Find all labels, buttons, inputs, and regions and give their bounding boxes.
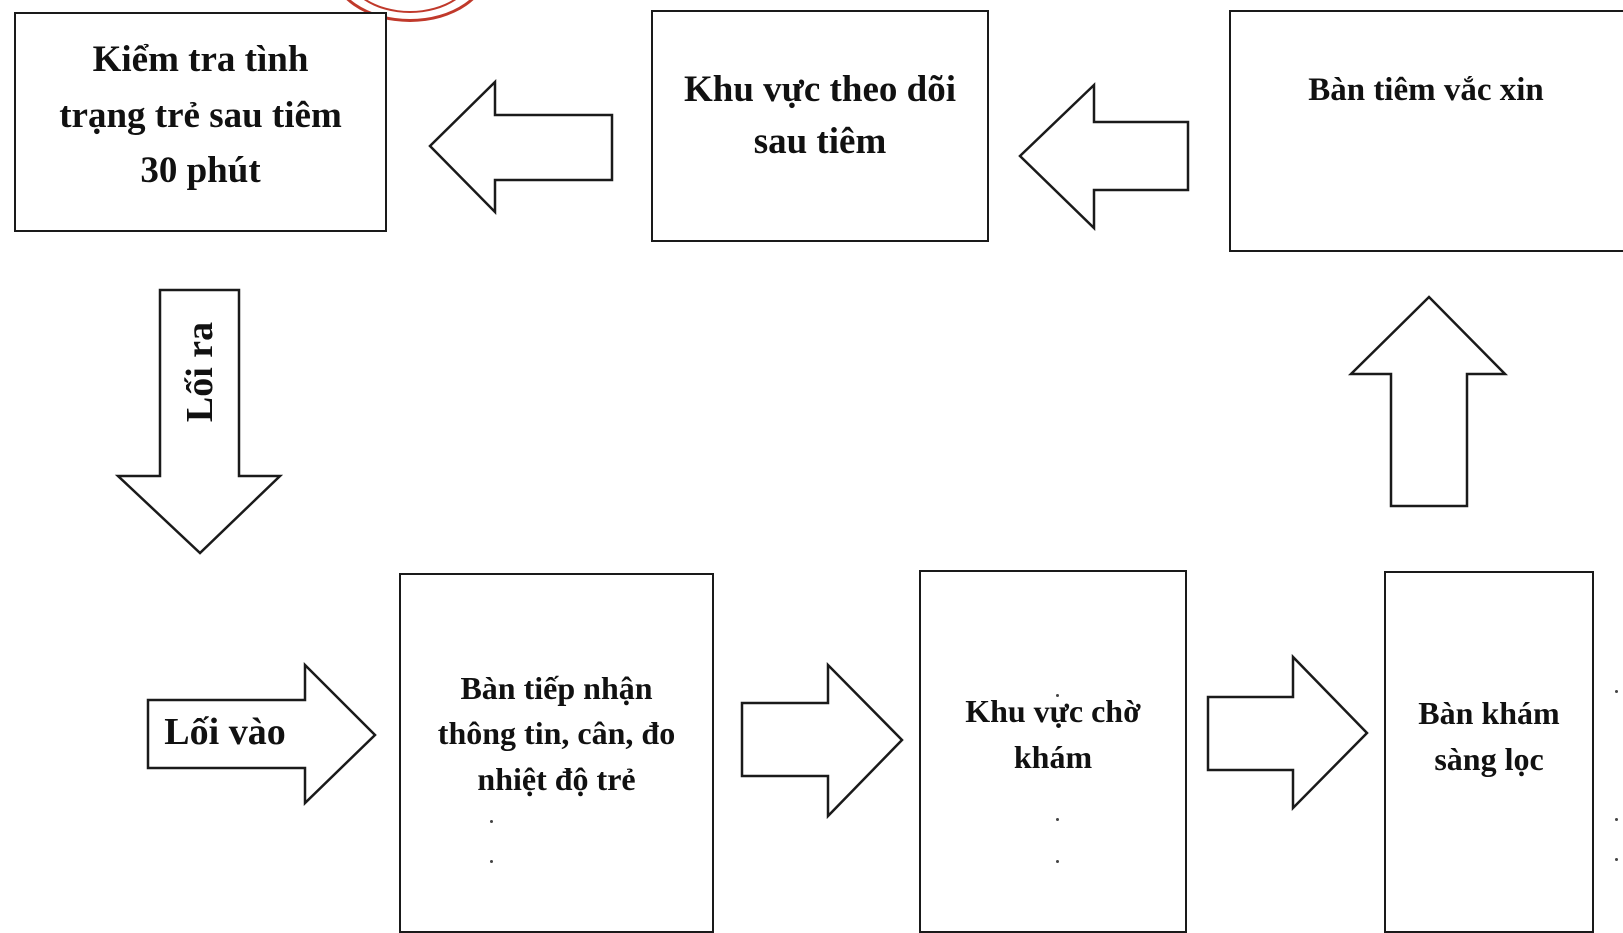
arrow-left-monitoring-to-check [428,79,614,216]
scan-dot [1056,818,1059,821]
label-vaccination: Bàn tiêm vắc xin [1229,66,1623,116]
label-reception: Bàn tiếp nhận thông tin, cân, đo nhiệt đ… [399,666,714,802]
screening-line-2: sàng lọc [1434,741,1544,778]
monitoring-line-2: sau tiêm [753,120,887,162]
reception-line-3: nhiệt độ trẻ [477,760,636,797]
waiting-line-1: Khu vực chờ [965,693,1141,729]
post-check-line-2: trạng trẻ sau tiêm [59,94,342,136]
exit-label: Lối ra [179,321,221,423]
arrow-up-screening-to-vaccination [1347,295,1508,508]
label-post-check: Kiểm tra tình trạng trẻ sau tiêm 30 phút [14,32,387,199]
box-post-check [14,12,387,232]
post-check-line-3: 30 phút [140,150,261,191]
scan-dot [1056,860,1059,863]
monitoring-line-1: Khu vực theo dõi [684,69,956,110]
arrow-right-waiting-to-screening [1206,653,1369,812]
entrance-label: Lối vào [164,711,286,753]
reception-line-1: Bàn tiếp nhận [460,670,653,706]
scan-dot [490,820,493,823]
scan-dot [490,860,493,863]
label-screening: Bàn khám sàng lọc [1384,690,1594,783]
label-monitoring: Khu vực theo dõi sau tiêm [651,64,989,168]
box-monitoring [651,10,989,242]
screening-line-1: Bàn khám [1418,695,1560,731]
vaccination-line-1: Bàn tiêm vắc xin [1308,72,1544,108]
arrow-right-entrance [146,661,377,806]
scan-dot [1615,858,1618,861]
label-waiting: Khu vực chờ khám [919,688,1187,781]
box-reception [399,573,714,933]
arrow-down-exit [114,288,284,555]
box-vaccination [1229,10,1623,252]
scan-dot [1615,818,1618,821]
scan-dot [1615,690,1618,693]
scan-dot [1056,694,1059,697]
post-check-line-1: Kiểm tra tình [92,39,309,80]
reception-line-2: thông tin, cân, đo [437,715,676,752]
arrow-left-vaccination-to-monitoring [1018,82,1190,231]
arrow-right-reception-to-waiting [740,661,904,820]
waiting-line-2: khám [1013,739,1093,776]
